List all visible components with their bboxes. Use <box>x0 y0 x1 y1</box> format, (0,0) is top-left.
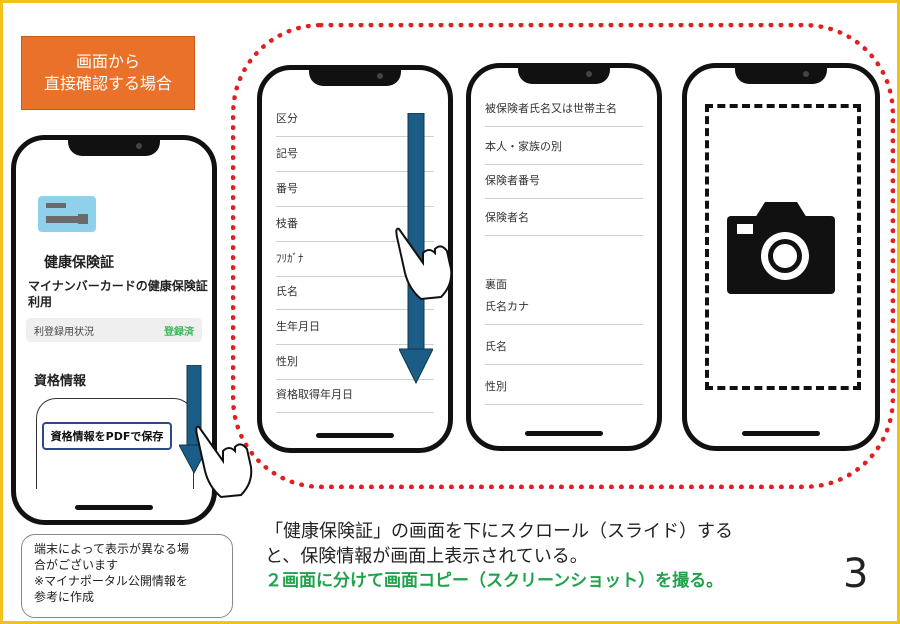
home-indicator <box>75 505 153 510</box>
phone-notch <box>735 68 827 84</box>
phone-notch <box>309 70 401 86</box>
badge-line-1: 画面から <box>75 52 140 71</box>
phone-screenshot <box>682 63 880 451</box>
highlight-frame <box>231 23 895 489</box>
status-label: 利登録用状況 <box>34 326 94 338</box>
field-row: 生年月日 <box>276 318 434 345</box>
screenshot-frame <box>705 104 861 390</box>
note-line: 参考に作成 <box>34 590 95 604</box>
field-row: 氏名カナ <box>485 298 643 325</box>
note-line: 端末によって表示が異なる場 <box>34 542 190 556</box>
home-indicator <box>316 433 394 438</box>
card-subtitle: マイナンバーカードの健康保険証利用 <box>28 279 208 309</box>
field-row: 本人・家族の別 <box>485 138 643 165</box>
phone-insurance-screen: 健康保険証 マイナンバーカードの健康保険証利用 利登録用状況 登録済 資格情報 … <box>11 135 217 525</box>
status-value: 登録済 <box>164 326 194 338</box>
note-line: ※マイナポータル公開情報を <box>34 574 188 588</box>
caption-highlight: ２画面に分けて画面コピー（スクリーンショット）を撮る。 <box>265 571 724 591</box>
caption-line: 「健康保険証」の画面を下にスクロール（スライド）する <box>265 521 733 542</box>
badge-line-2: 直接確認する場合 <box>43 74 172 93</box>
page-number: 3 <box>843 551 869 597</box>
field-row: 保険者番号 <box>485 172 643 199</box>
registration-status-row: 利登録用状況 登録済 <box>26 318 202 342</box>
phone-notch <box>68 140 160 156</box>
phone-notch <box>518 68 610 84</box>
field-row: 氏名 <box>276 283 434 310</box>
field-row: 番号 <box>276 180 434 207</box>
pointing-hand-icon <box>395 227 453 301</box>
card-icon <box>38 196 96 232</box>
method-badge: 画面から 直接確認する場合 <box>21 36 195 110</box>
caption-line: と、保険情報が画面上表示されている。 <box>265 546 588 567</box>
instruction-caption: 「健康保険証」の画面を下にスクロール（スライド）する と、保険情報が画面上表示さ… <box>265 519 733 594</box>
save-pdf-button[interactable]: 資格情報をPDFで保存 <box>42 422 172 450</box>
qualification-section-title: 資格情報 <box>34 374 87 389</box>
field-row: 被保険者氏名又は世帯主名 <box>485 100 643 127</box>
field-row: 氏名 <box>485 338 643 365</box>
note-line: 合がございます <box>34 558 119 572</box>
camera-icon <box>727 202 835 294</box>
field-row: 性別 <box>485 378 643 405</box>
field-row: 区分 <box>276 110 434 137</box>
back-side-label: 裏面 <box>485 278 507 291</box>
field-row: 資格取得年月日 <box>276 386 434 413</box>
phone-fields-back: 被保険者氏名又は世帯主名 本人・家族の別 保険者番号 保険者名 裏面 氏名カナ … <box>466 63 662 451</box>
card-title: 健康保険証 <box>44 255 114 271</box>
field-row: ﾌﾘｶﾞﾅ <box>276 250 434 277</box>
home-indicator <box>742 431 820 436</box>
disclaimer-note: 端末によって表示が異なる場 合がございます ※マイナポータル公開情報を 参考に作… <box>21 534 233 618</box>
home-indicator <box>525 431 603 436</box>
pointing-hand-icon <box>195 425 253 499</box>
field-row: 枝番 <box>276 215 434 242</box>
field-row: 記号 <box>276 145 434 172</box>
field-row: 性別 <box>276 353 434 380</box>
field-row: 保険者名 <box>485 209 643 236</box>
